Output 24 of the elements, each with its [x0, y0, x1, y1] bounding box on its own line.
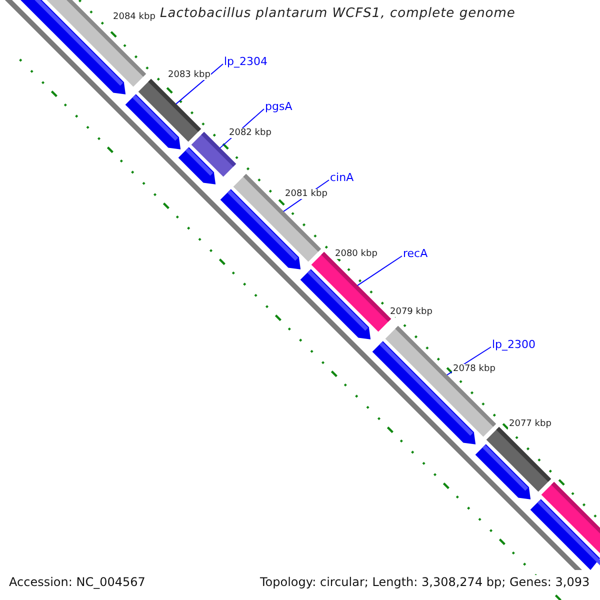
gene-block: [125, 94, 181, 150]
scale-label: 2082 kbp: [228, 128, 272, 138]
gene-label: cinA: [330, 171, 354, 184]
gene-block: [300, 269, 371, 340]
title: Lactobacillus plantarum WCFS1, complete genome: [160, 6, 516, 21]
scale-label: 2080 kbp: [334, 249, 378, 259]
leader-line: [176, 64, 224, 104]
footer-text: Topology: circular; Length: 3,308,274 bp; Genes: 3,093: [258, 575, 592, 589]
scale-label: 2078 kbp: [452, 364, 496, 374]
gene-block: [178, 147, 216, 184]
gene-label: recA: [403, 247, 428, 260]
gene-block: [372, 341, 476, 444]
scale-label: 2083 kbp: [167, 70, 212, 80]
gene-block: [530, 499, 600, 570]
leader-line: [357, 256, 402, 286]
gene-label: lp_2300: [492, 338, 536, 351]
scale-label: 2084 kbp: [112, 12, 156, 22]
gene-label: pgsA: [265, 100, 292, 113]
gene-label: lp_2304: [224, 55, 268, 68]
gene-block: [475, 444, 531, 500]
scale-label: 2079 kbp: [389, 307, 434, 317]
scale-label: 2081 kbp: [284, 189, 328, 199]
footer-text: Accession: NC_004567: [7, 575, 148, 589]
scale-label: 2077 kbp: [508, 419, 552, 429]
